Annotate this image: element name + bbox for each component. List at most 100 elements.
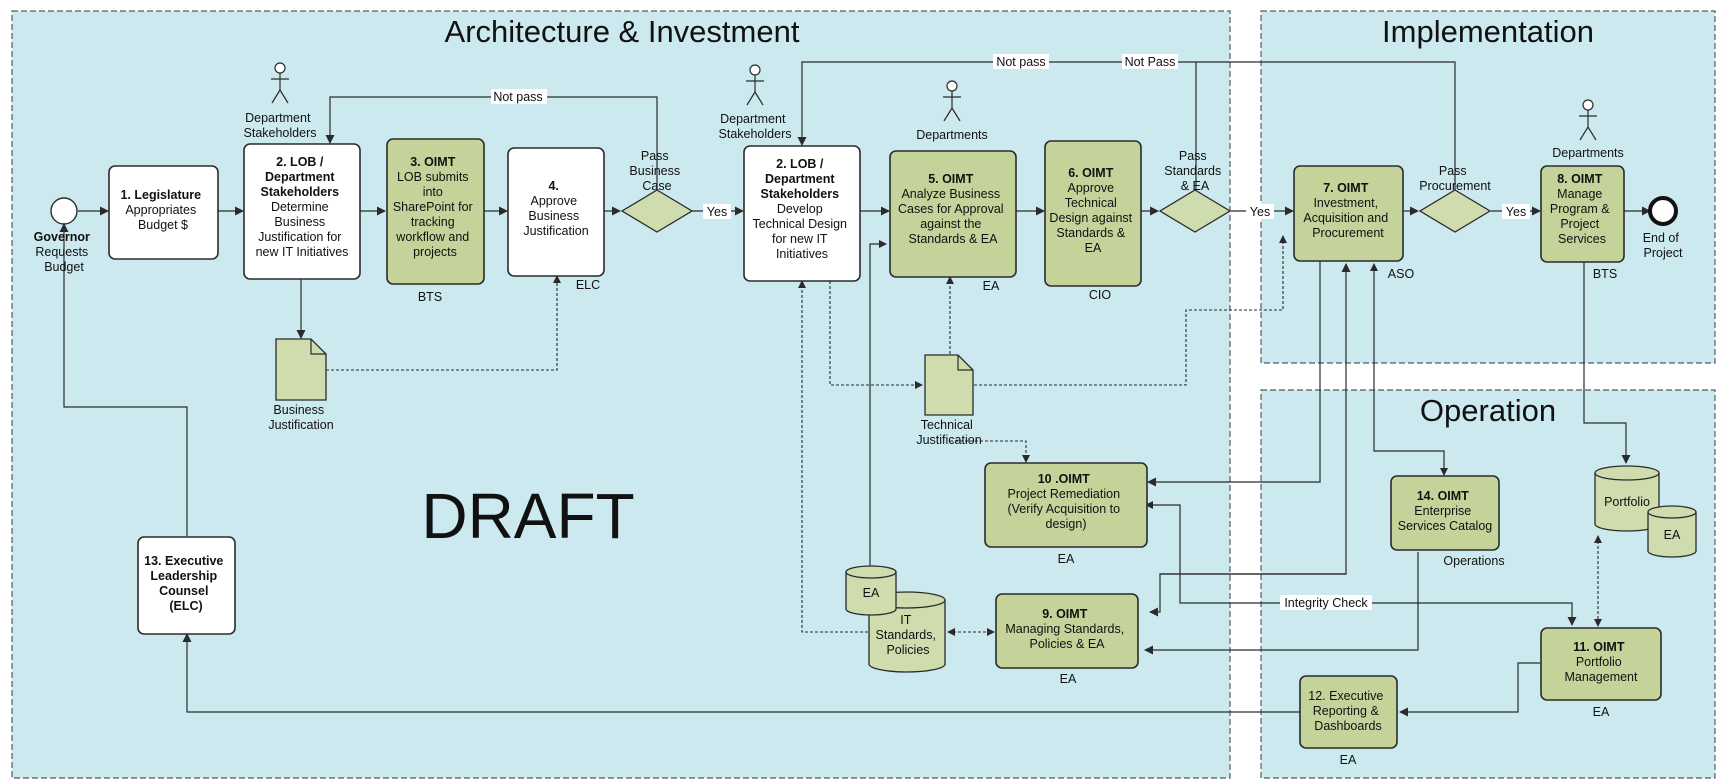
task-text-line: 14. OIMT — [1417, 489, 1469, 503]
task-text-line: Manage — [1557, 187, 1602, 201]
flow-13-to-governor — [59, 223, 188, 536]
task-7-text: 7. OIMT Investment, Acquisition and Proc… — [1303, 179, 1392, 240]
owner-elc: ELC — [576, 278, 600, 292]
gateway-pass-business-case[interactable] — [620, 189, 694, 233]
task-8-manage-program[interactable]: 8. OIMT Manage Program & Project Service… — [1540, 165, 1625, 263]
start-event[interactable] — [50, 197, 78, 225]
task-text-line: 6. OIMT — [1068, 166, 1114, 180]
owner-bts-2: BTS — [1593, 267, 1617, 281]
actor-label-line: Department — [720, 112, 786, 126]
task-text-line: Determine — [271, 200, 329, 214]
gateway-pass-standards-ea[interactable] — [1158, 189, 1232, 233]
task-7-investment-acquisition[interactable]: 7. OIMT Investment, Acquisition and Proc… — [1293, 165, 1404, 262]
task-text-line: 7. OIMT — [1323, 181, 1369, 195]
task-text-line: Justification for — [258, 230, 341, 244]
task-text-line: 2. LOB / — [776, 157, 824, 171]
end-event[interactable] — [1648, 196, 1678, 226]
ea-store-label: EA — [863, 586, 880, 600]
task-text-line: Department — [765, 172, 835, 186]
task-13-executive-leadership-counsel[interactable]: 13. Executive Leadership Counsel (ELC) — [137, 536, 236, 635]
document-label-line: Technical — [921, 418, 973, 432]
owner-cio: CIO — [1089, 288, 1112, 302]
task-text-line: Technical — [1065, 196, 1117, 210]
owner-ea-5: EA — [983, 279, 1000, 293]
assoc-tech-justification-to-10 — [950, 440, 1030, 463]
task-4-approve-business-justification[interactable]: 4. Approve Business Justification — [507, 147, 605, 277]
store-label-line: Policies — [886, 643, 929, 657]
task-text-line: LOB submits — [397, 170, 469, 184]
flow-notpass-procurement — [1196, 61, 1456, 190]
owner-aso: ASO — [1388, 267, 1415, 281]
task-text-line: into — [423, 185, 443, 199]
task-text-line: Budget $ — [138, 218, 188, 232]
document-label-line: Justification — [268, 418, 333, 432]
task-10-project-remediation[interactable]: 10 .OIMT Project Remediation (Verify Acq… — [984, 462, 1148, 548]
flow-12-to-13 — [182, 633, 1300, 713]
assoc-justification-to-4 — [326, 275, 561, 371]
start-label-line: Governor — [34, 230, 90, 244]
task-text-line: Cases for Approval — [898, 202, 1004, 216]
draft-watermark: DRAFT — [421, 480, 634, 552]
gateway-label-line: Pass — [1439, 164, 1467, 178]
actor-departments-1 — [943, 80, 961, 122]
label-yes-2: Yes — [1250, 205, 1270, 219]
assoc-tech-justification-to-7 — [974, 235, 1287, 386]
task-5-analyze-business-cases[interactable]: 5. OIMT Analyze Business Cases for Appro… — [889, 150, 1017, 278]
task-14-enterprise-services-catalog[interactable]: 14. OIMT Enterprise Services Catalog — [1390, 475, 1500, 551]
owner-bts-1: BTS — [418, 290, 442, 304]
gateway-label-line: Procurement — [1419, 179, 1491, 193]
task-9-text: 9. OIMT Managing Standards, Policies & E… — [1005, 605, 1128, 651]
task-11-portfolio-management[interactable]: 11. OIMT Portfolio Management — [1540, 627, 1662, 701]
task-2a-text: 2. LOB / Department Stakeholders Determi… — [256, 153, 349, 259]
ea-database-icon[interactable] — [845, 565, 897, 616]
assoc-standards-to-2b — [798, 280, 868, 633]
task-3-oimt-sharepoint[interactable]: 3. OIMT LOB submits into SharePoint for … — [386, 138, 485, 285]
actor-label-3: Departments — [916, 128, 988, 142]
actor-label-4: Departments — [1552, 146, 1624, 160]
task-text-line: 3. OIMT — [410, 155, 456, 169]
task-text-line: (ELC) — [169, 599, 202, 613]
task-text-line: 4. — [549, 179, 559, 193]
business-justification-document-icon[interactable] — [275, 338, 327, 401]
task-text-line: Reporting & — [1313, 704, 1380, 718]
task-6-text: 6. OIMT Approve Technical Design against… — [1049, 164, 1136, 255]
task-text-line: 1. Legislature — [120, 188, 201, 202]
task-12-text: 12. Executive Reporting & Dashboards — [1308, 687, 1388, 733]
task-3-text: 3. OIMT LOB submits into SharePoint for … — [393, 153, 477, 259]
task-text-line: Department — [265, 170, 335, 184]
task-text-line: Managing Standards, — [1005, 622, 1124, 636]
task-2-develop-technical-design[interactable]: 2. LOB / Department Stakeholders Develop… — [743, 145, 861, 282]
task-text-line: Stakeholders — [261, 185, 340, 199]
task-1-legislature[interactable]: 1. Legislature Appropriates Budget $ — [108, 165, 219, 260]
gateway-label-line: Pass — [641, 149, 669, 163]
task-12-executive-reporting[interactable]: 12. Executive Reporting & Dashboards — [1299, 675, 1398, 749]
gateway-2-label: Pass Standards & EA — [1164, 147, 1225, 193]
flow-standards-to-5 — [869, 240, 887, 568]
technical-justification-document-icon[interactable] — [924, 354, 974, 416]
ea-portfolio-store-label: EA — [1664, 528, 1681, 542]
assoc-2b-to-tech-justification — [829, 281, 923, 389]
actor-department-stakeholders-2 — [746, 64, 764, 106]
task-8-text: 8. OIMT Manage Program & Project Service… — [1550, 170, 1614, 246]
task-text-line: 12. Executive — [1308, 689, 1383, 703]
owner-ea-11: EA — [1593, 705, 1610, 719]
flow-7-to-14 — [1370, 263, 1448, 476]
gateway-pass-procurement[interactable] — [1418, 189, 1492, 233]
task-13-text: 13. Executive Leadership Counsel (ELC) — [144, 552, 228, 613]
actor-label-line: Stakeholders — [719, 127, 792, 141]
end-event-label: End of Project — [1643, 229, 1684, 260]
actor-department-stakeholders-1 — [271, 62, 289, 104]
task-text-line: Initiatives — [776, 247, 828, 261]
actor-label-line: Department — [245, 111, 311, 125]
task-text-line: Procurement — [1312, 226, 1384, 240]
label-not-pass-2: Not pass — [996, 55, 1045, 69]
task-2-determine-business-justification[interactable]: 2. LOB / Department Stakeholders Determi… — [243, 143, 361, 280]
task-text-line: 13. Executive — [144, 554, 223, 568]
ea-portfolio-database-icon[interactable] — [1647, 505, 1697, 558]
task-9-managing-standards[interactable]: 9. OIMT Managing Standards, Policies & E… — [995, 593, 1139, 669]
task-text-line: Justification — [523, 224, 588, 238]
it-standards-label: IT Standards, Policies — [876, 611, 941, 657]
flow-11-to-12 — [1399, 662, 1540, 717]
task-6-approve-technical-design[interactable]: 6. OIMT Approve Technical Design against… — [1044, 140, 1142, 287]
gateway-3-label: Pass Procurement — [1419, 162, 1491, 193]
